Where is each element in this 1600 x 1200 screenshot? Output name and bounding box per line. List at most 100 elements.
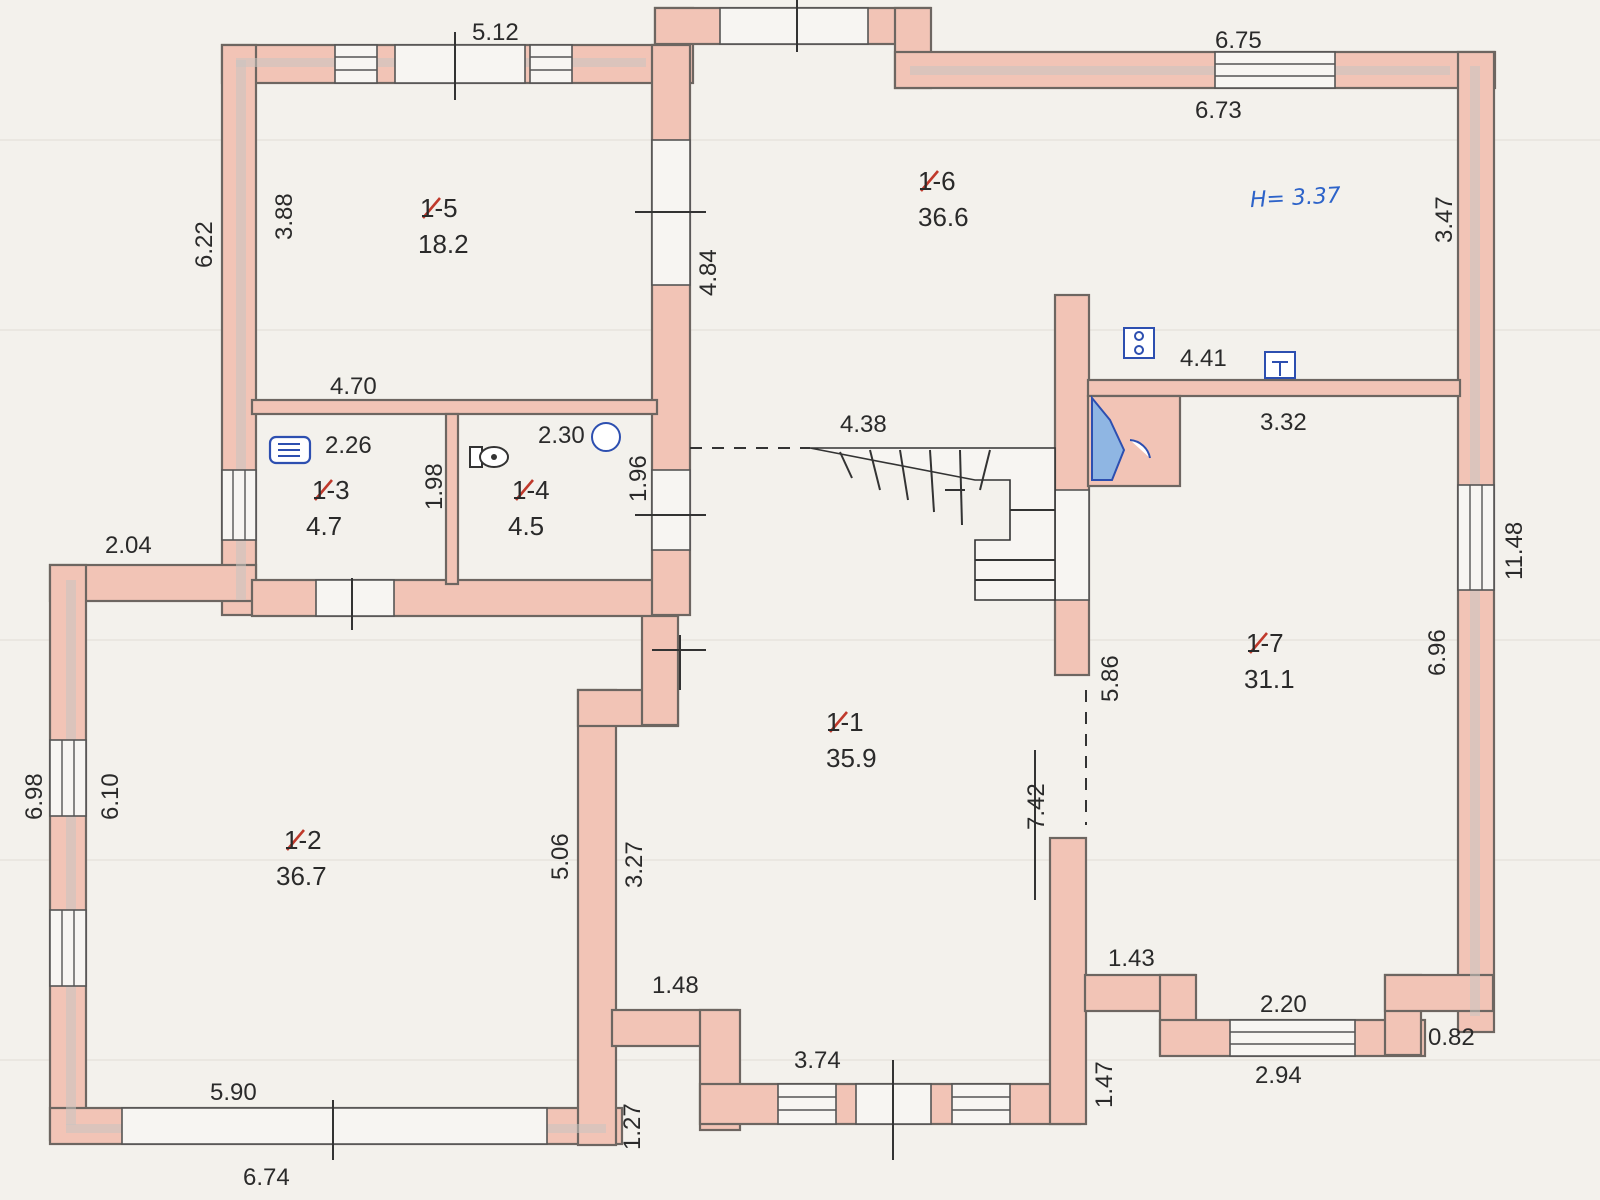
dim-room1-height: 7.42 xyxy=(1023,783,1050,830)
dimensions: 5.12 6.75 6.73 6.22 3.88 4.84 3.47 4.70 … xyxy=(21,19,1528,1191)
toilet-icon xyxy=(469,446,509,468)
dim-entry-step: 1.48 xyxy=(652,972,699,999)
dim-step: 2.04 xyxy=(105,532,152,559)
dim-room5-height: 3.88 xyxy=(271,193,298,240)
room-1-4: 1-4 4.5 xyxy=(508,475,550,541)
room-mark-icon xyxy=(829,711,848,733)
walls xyxy=(48,6,1497,1147)
dim-inner-2-1-inner: 3.27 xyxy=(621,841,648,888)
room-area: 18.2 xyxy=(418,229,469,259)
paper-texture xyxy=(0,139,1600,1061)
wall-center-upper xyxy=(1053,293,1091,677)
wall-inner-2-1-riser xyxy=(640,613,680,727)
room-code: 1-2 xyxy=(284,825,322,855)
dim-top-right-outer: 6.75 xyxy=(1215,27,1262,54)
dim-right-overall: 11.48 xyxy=(1501,522,1528,580)
room-code: 1-1 xyxy=(826,707,864,737)
dim-room3-height: 1.98 xyxy=(421,463,448,510)
wall-between-3-4 xyxy=(444,412,460,586)
dim-wall-6-7: 4.41 xyxy=(1180,345,1227,372)
opening-right-of-4 xyxy=(651,469,691,551)
appliance-icon xyxy=(1264,351,1296,379)
window-bottom-right xyxy=(1229,1019,1356,1057)
dim-left-lower-outer: 6.98 xyxy=(21,773,48,820)
room-mark-icon xyxy=(314,479,333,501)
window-top-3 xyxy=(529,44,573,84)
dim-right-upper: 3.47 xyxy=(1431,196,1458,243)
room-area: 35.9 xyxy=(826,743,877,773)
dim-bottom-right-outer: 2.94 xyxy=(1255,1062,1302,1089)
window-entry-2 xyxy=(951,1083,1011,1125)
dim-room5-right: 4.84 xyxy=(695,249,722,296)
dim-room3-width: 2.26 xyxy=(325,432,372,459)
dim-room2-height: 6.10 xyxy=(97,773,124,820)
dim-room4-width: 2.30 xyxy=(538,422,585,449)
window-top-1 xyxy=(334,44,378,84)
dim-inner-2-1-outer: 5.06 xyxy=(547,833,574,880)
dimension-ticks xyxy=(332,0,1036,1160)
room-code: 1-3 xyxy=(312,475,350,505)
room-1-1: 1-1 35.9 xyxy=(826,707,877,773)
sink-icon xyxy=(591,422,621,452)
room-code: 1-5 xyxy=(420,193,458,223)
room-mark-icon xyxy=(515,479,534,501)
room-code: 1-4 xyxy=(512,475,550,505)
room-1-3: 1-3 4.7 xyxy=(306,475,350,541)
dim-inner-2-1-bottom: 1.27 xyxy=(619,1103,646,1150)
window-bottom-left xyxy=(121,1107,548,1145)
window-under-wc xyxy=(315,579,395,617)
boiler-icon xyxy=(1123,327,1155,359)
wall-6-7 xyxy=(1086,378,1462,398)
room-mark-icon xyxy=(286,829,305,851)
dim-top-right-inner: 6.73 xyxy=(1195,97,1242,124)
room-1-6: 1-6 36.6 xyxy=(918,166,969,232)
fireplace-icon xyxy=(1091,395,1126,481)
fireplace-arc-icon xyxy=(1129,439,1151,459)
wall-inner-2-1 xyxy=(576,688,618,1147)
window-left-upper xyxy=(221,469,257,541)
dim-center-wall: 5.86 xyxy=(1097,655,1124,702)
window-top-2 xyxy=(394,44,526,84)
room-area: 36.7 xyxy=(276,861,327,891)
dim-bottom-left-outer: 6.74 xyxy=(243,1164,290,1191)
window-right xyxy=(1457,484,1495,591)
room-area: 31.1 xyxy=(1244,664,1295,694)
dim-step-right-a: 1.43 xyxy=(1108,945,1155,972)
staircase xyxy=(809,447,1056,601)
dim-stair: 4.38 xyxy=(840,411,887,438)
room-mark-icon xyxy=(920,170,939,192)
dim-room5-width: 4.70 xyxy=(330,373,377,400)
window-top-right xyxy=(1214,51,1336,89)
room-1-2: 1-2 36.7 xyxy=(276,825,327,891)
dim-entry-width: 3.74 xyxy=(794,1047,841,1074)
opening-center-wall xyxy=(1054,489,1090,601)
room-area: 4.5 xyxy=(508,511,544,541)
room-code: 1-7 xyxy=(1246,628,1284,658)
window-left-lower-1 xyxy=(49,739,87,817)
room-mark-icon xyxy=(422,197,441,219)
windows xyxy=(49,7,1495,1145)
dim-top-left: 5.12 xyxy=(472,19,519,46)
room-1-5: 1-5 18.2 xyxy=(418,193,469,259)
door-top-bump xyxy=(719,7,869,45)
window-entry-1 xyxy=(777,1083,837,1125)
dim-room4-height: 1.96 xyxy=(625,455,652,502)
dim-bottom-right-corner: 0.82 xyxy=(1428,1024,1475,1051)
dim-bottom-right-window-inner: 2.20 xyxy=(1260,991,1307,1018)
bathtub-icon xyxy=(268,435,312,465)
dim-room7-top: 3.32 xyxy=(1260,409,1307,436)
dim-left-upper-outer: 6.22 xyxy=(191,221,218,268)
room-code: 1-6 xyxy=(918,166,956,196)
room-1-7: 1-7 31.1 xyxy=(1244,628,1295,694)
ceiling-height-note: H= 3.37 xyxy=(1249,183,1341,213)
dim-entry-right: 1.47 xyxy=(1091,1061,1118,1108)
room-area: 4.7 xyxy=(306,511,342,541)
wall-entry-right xyxy=(1048,836,1088,1126)
dim-room7-height: 6.96 xyxy=(1424,629,1451,676)
dim-room2-width: 5.90 xyxy=(210,1079,257,1106)
wall-under-5 xyxy=(250,398,659,416)
room-area: 36.6 xyxy=(918,202,969,232)
room-mark-icon xyxy=(1249,632,1268,654)
window-left-lower-2 xyxy=(49,909,87,987)
